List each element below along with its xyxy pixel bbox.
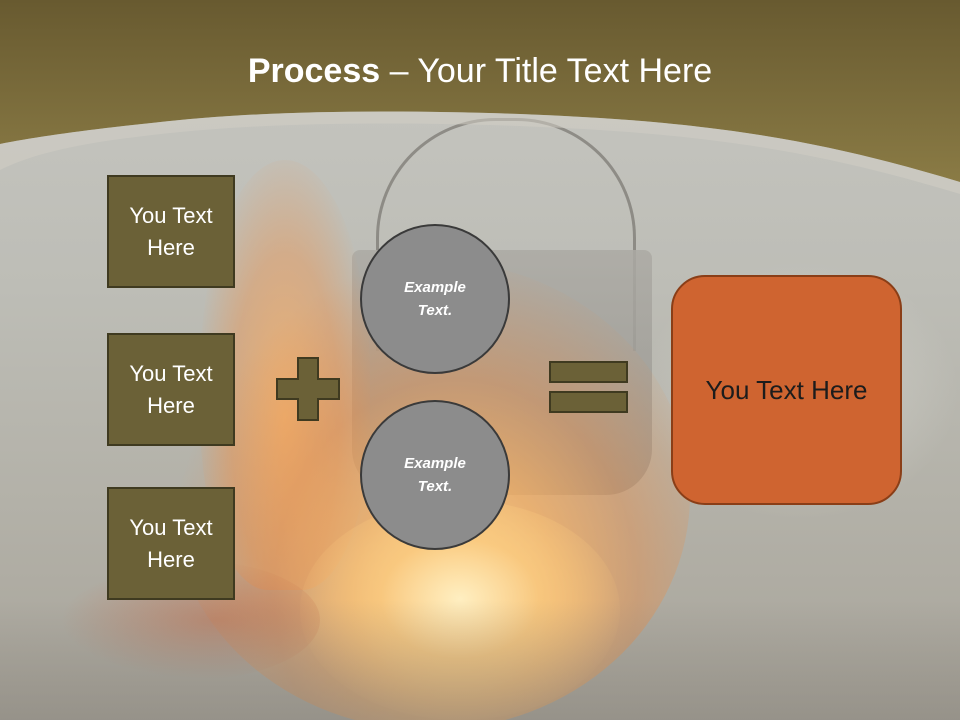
plus-icon	[276, 357, 340, 421]
input-box-2-label: You Text Here	[129, 360, 213, 418]
example-circle-2[interactable]: Example Text.	[360, 400, 510, 550]
example-circle-2-label: Example Text.	[404, 455, 466, 495]
example-circle-1[interactable]: Example Text.	[360, 224, 510, 374]
header-band	[0, 0, 960, 194]
title-bold: Process	[247, 52, 381, 90]
equals-icon	[549, 361, 628, 413]
slide-title: Process – Your Title Text Here	[0, 52, 960, 91]
input-box-3[interactable]: You Text Here	[107, 487, 235, 600]
input-box-3-label: You Text Here	[129, 514, 213, 572]
example-circle-1-label: Example Text.	[404, 279, 466, 319]
input-box-1-label: You Text Here	[129, 202, 213, 260]
input-box-1[interactable]: You Text Here	[107, 175, 235, 288]
input-box-2[interactable]: You Text Here	[107, 333, 235, 446]
title-rest: – Your Title Text Here	[380, 52, 713, 90]
background-ground	[0, 600, 960, 720]
result-box[interactable]: You Text Here	[671, 275, 902, 505]
result-box-label: You Text Here	[705, 374, 868, 405]
